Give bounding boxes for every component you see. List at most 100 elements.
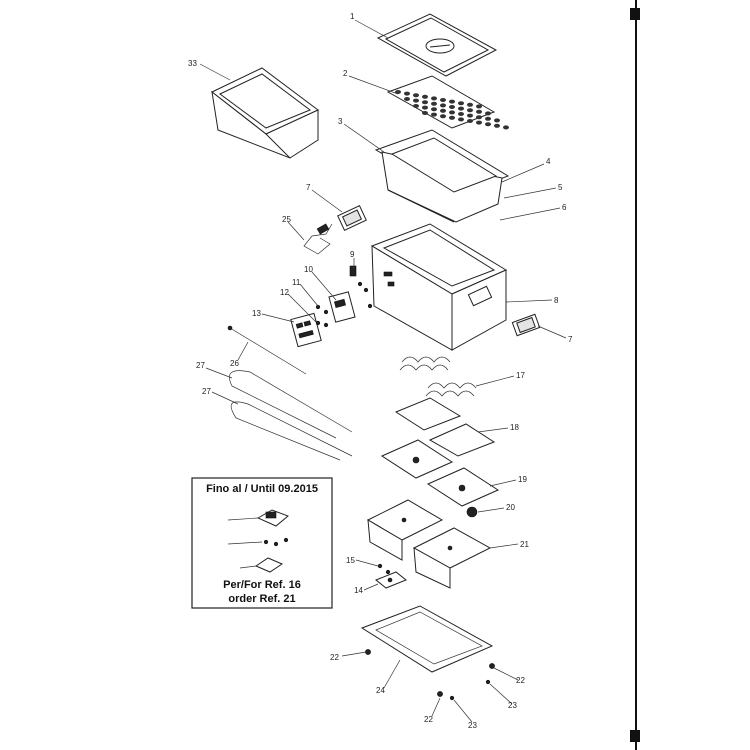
part-foot <box>365 649 371 655</box>
inset-relay <box>256 509 289 527</box>
grid-hole <box>449 110 455 115</box>
callout-7: 7 <box>306 183 311 192</box>
callout-10: 10 <box>304 265 313 274</box>
part-switch-side <box>511 313 541 337</box>
grid-hole <box>467 102 473 107</box>
callout-22-right: 22 <box>516 676 525 685</box>
callout-27-bottom: 27 <box>202 387 211 396</box>
grid-hole <box>503 125 509 130</box>
callout-labels: 1 2 3 4 5 6 7 7 8 9 10 11 12 13 14 14 15… <box>188 12 573 730</box>
callout-12: 12 <box>280 288 289 297</box>
part-screw <box>485 679 491 685</box>
grid-hole <box>476 120 482 125</box>
callout-13: 13 <box>252 309 261 318</box>
inset-screw <box>273 541 279 547</box>
part-insulation-plate <box>394 397 462 431</box>
callout-25: 25 <box>282 215 291 224</box>
callout-18: 18 <box>510 423 519 432</box>
page-edge-mark <box>630 730 640 742</box>
callout-27-top: 27 <box>196 361 205 370</box>
grid-hole <box>467 119 473 123</box>
callout-19: 19 <box>518 475 527 484</box>
grid-hole <box>395 90 401 94</box>
callout-24: 24 <box>376 686 385 695</box>
part-heating-coil <box>399 356 477 397</box>
part-insulation-plate <box>428 423 496 457</box>
grid-hole <box>494 123 500 128</box>
part-housing <box>370 223 508 351</box>
part-screws <box>315 281 373 328</box>
leader-lines <box>199 19 567 723</box>
grid-hole <box>440 103 446 108</box>
grid-hole <box>449 99 455 104</box>
grid-hole <box>458 101 464 106</box>
part-basket <box>211 67 319 159</box>
part-base-plate <box>360 605 494 673</box>
grid-hole <box>431 101 437 106</box>
callout-26: 26 <box>230 359 239 368</box>
callout-1: 1 <box>350 12 355 21</box>
callout-14: 14 <box>354 586 363 595</box>
grid-hole <box>413 98 419 103</box>
inset-thermostat <box>254 557 284 573</box>
callout-22-bottom: 22 <box>424 715 433 724</box>
callout-22-left: 22 <box>330 653 339 662</box>
part-connector <box>349 265 357 277</box>
page-edge-mark <box>630 8 640 20</box>
inset-screw <box>283 537 289 543</box>
part-heater-plate <box>380 439 500 507</box>
grid-hole <box>422 105 428 110</box>
part-screw <box>449 695 455 701</box>
grid-hole <box>422 100 428 105</box>
inset-note-line1: Per/For Ref. 16 <box>223 579 301 591</box>
part-grid <box>386 75 509 130</box>
callout-9: 9 <box>350 250 355 259</box>
callout-11: 11 <box>292 278 301 287</box>
grid-hole <box>404 97 410 101</box>
callout-17: 17 <box>516 371 525 380</box>
grid-hole <box>422 111 428 115</box>
grid-hole <box>467 113 473 118</box>
inset-note-line2: order Ref. 21 <box>228 593 295 605</box>
part-front-panel <box>290 312 322 348</box>
part-tank <box>374 129 510 223</box>
inset-box: Fino al / Until 09.2015 Per/For Ref. 16 … <box>191 477 333 609</box>
grid-hole <box>458 117 464 122</box>
part-heating-element-2 <box>230 401 353 461</box>
callout-2: 2 <box>343 69 348 78</box>
grid-hole <box>413 104 419 108</box>
part-switch-top <box>337 205 367 231</box>
part-lid <box>376 13 498 77</box>
grid-hole <box>485 111 491 116</box>
inset-screw <box>263 539 269 545</box>
grid-hole <box>476 104 482 109</box>
callout-23-bottom: 23 <box>468 721 477 730</box>
part-thermostat-knob <box>466 506 478 518</box>
grid-hole <box>422 94 428 99</box>
grid-hole <box>458 112 464 116</box>
callout-21: 21 <box>520 540 529 549</box>
callout-23-right: 23 <box>508 701 517 710</box>
part-probe <box>227 325 307 375</box>
callout-20: 20 <box>506 503 515 512</box>
part-foot <box>437 691 443 697</box>
callout-3: 3 <box>338 117 343 126</box>
grid-hole <box>476 109 482 114</box>
grid-hole <box>494 118 500 123</box>
part-power-cable <box>303 223 333 255</box>
callout-8: 8 <box>554 296 559 305</box>
part-foot <box>489 663 495 669</box>
grid-hole <box>458 106 464 111</box>
part-support-bracket <box>366 499 492 589</box>
callout-33: 33 <box>188 59 197 68</box>
grid-hole <box>440 98 446 102</box>
callout-6: 6 <box>562 203 567 212</box>
callout-7-side: 7 <box>568 335 573 344</box>
grid-hole <box>440 108 446 113</box>
grid-hole <box>449 105 455 109</box>
callout-15: 15 <box>346 556 355 565</box>
grid-hole <box>404 91 410 96</box>
callout-5: 5 <box>558 183 563 192</box>
grid-hole <box>449 115 455 120</box>
